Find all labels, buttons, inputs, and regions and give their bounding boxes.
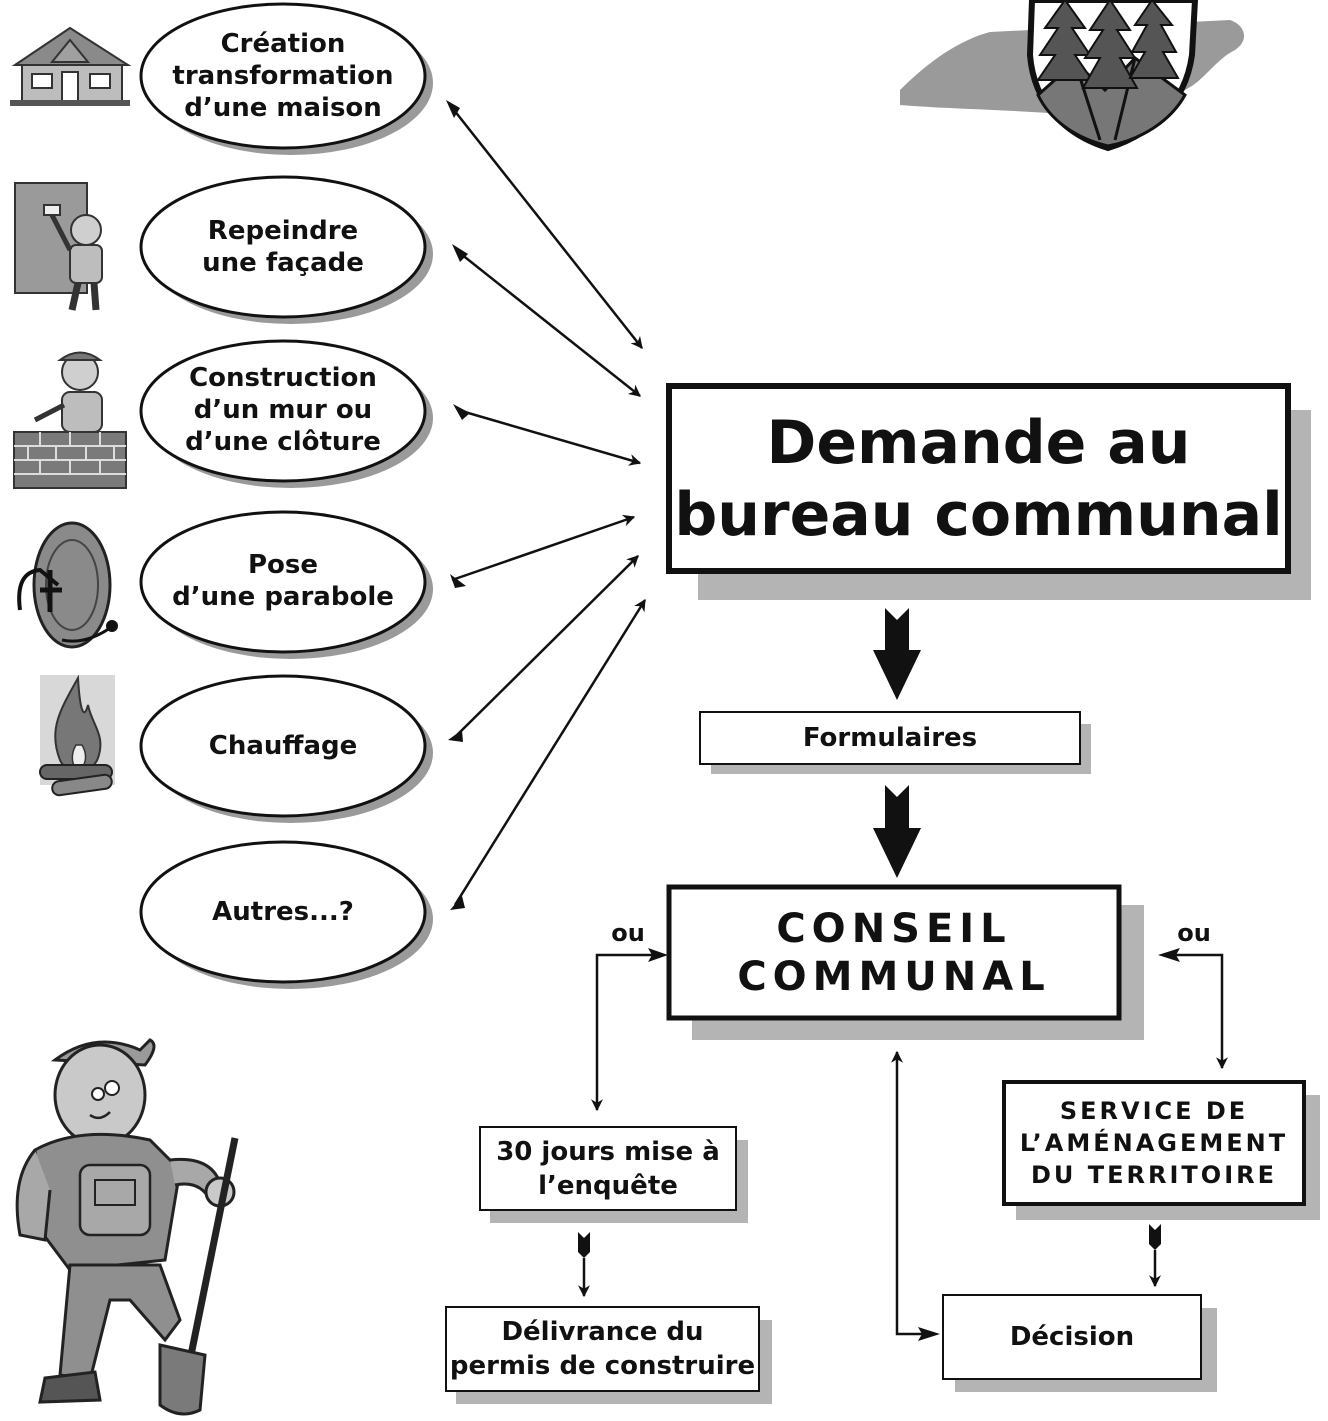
main-request-line: bureau communal bbox=[674, 480, 1283, 550]
request-label-line: Repeindre bbox=[207, 216, 359, 246]
council-box bbox=[666, 884, 1144, 1040]
house-icon bbox=[10, 26, 132, 106]
request-label-line: d’une maison bbox=[184, 93, 382, 123]
request-label-line: Autres...? bbox=[212, 897, 354, 927]
planning-service-label: SERVICE DE L’AMÉNAGEMENT DU TERRITOIRE bbox=[1006, 1085, 1302, 1201]
request-oval-repaint bbox=[139, 175, 433, 324]
council-line: CONSEIL bbox=[776, 905, 1012, 952]
request-label-line: Pose bbox=[247, 550, 319, 580]
request-arrows bbox=[449, 104, 647, 906]
inquiry-box bbox=[479, 1126, 748, 1223]
council-title: CONSEIL COMMUNAL bbox=[672, 890, 1116, 1015]
decision-box bbox=[942, 1294, 1217, 1392]
request-label-line: Construction bbox=[189, 363, 377, 393]
main-request-line: Demande au bbox=[766, 408, 1191, 478]
request-label-line: d’un mur ou bbox=[193, 395, 373, 425]
satellite-dish-icon bbox=[17, 521, 118, 649]
or-label-left: ou bbox=[611, 919, 645, 947]
inquiry-to-permit-arrow bbox=[578, 1232, 590, 1298]
request-label-other: Autres...? bbox=[150, 892, 416, 932]
planning-line: SERVICE DE bbox=[1059, 1097, 1249, 1125]
inquiry-line: 30 jours mise à bbox=[496, 1136, 720, 1167]
request-label-line: une façade bbox=[202, 248, 364, 278]
worker-with-shovel-icon bbox=[15, 1038, 239, 1416]
request-oval-heating bbox=[139, 674, 433, 823]
permit-box bbox=[445, 1306, 772, 1404]
request-label-line: Chauffage bbox=[208, 731, 358, 761]
planning-to-decision-arrow bbox=[1149, 1224, 1161, 1288]
request-label-creation: Création transformation d’une maison bbox=[150, 24, 416, 128]
branch-left-arrow bbox=[591, 953, 660, 1112]
thick-arrow-2 bbox=[873, 785, 921, 878]
request-label-line: d’une parabole bbox=[172, 582, 394, 612]
branch-right-arrow bbox=[1162, 953, 1228, 1070]
main-request-title: Demande au bureau communal bbox=[672, 392, 1285, 566]
main-request-box bbox=[666, 383, 1311, 600]
or-label-right: ou bbox=[1177, 919, 1211, 947]
forms-label: Formulaires bbox=[802, 723, 978, 753]
coat-of-arms-icon bbox=[900, 0, 1245, 152]
permit-line: permis de construire bbox=[449, 1351, 756, 1381]
permit-line: Délivrance du bbox=[501, 1317, 704, 1347]
request-oval-other bbox=[139, 840, 433, 989]
planning-line: DU TERRITOIRE bbox=[1031, 1161, 1277, 1189]
request-oval-wall bbox=[139, 339, 433, 488]
forms-box bbox=[699, 711, 1091, 774]
decision-to-council-arrow bbox=[891, 1050, 930, 1336]
request-oval-dish bbox=[139, 510, 433, 659]
campfire-icon bbox=[39, 674, 115, 797]
inquiry-line: l’enquête bbox=[538, 1170, 678, 1201]
permit-label: Délivrance du permis de construire bbox=[448, 1309, 757, 1389]
request-label-line: transformation bbox=[172, 61, 394, 91]
decision-label: Décision bbox=[1009, 1322, 1135, 1352]
request-label-repaint: Repeindre une façade bbox=[150, 212, 416, 282]
painter-icon bbox=[14, 182, 103, 311]
planning-service-box bbox=[1002, 1080, 1320, 1220]
request-label-line: d’une clôture bbox=[185, 427, 381, 457]
planning-line: L’AMÉNAGEMENT bbox=[1019, 1129, 1289, 1157]
thick-arrow-1 bbox=[873, 608, 921, 700]
inquiry-label: 30 jours mise à l’enquête bbox=[482, 1129, 734, 1208]
request-oval-creation bbox=[139, 2, 433, 155]
bricklayer-icon bbox=[13, 351, 127, 489]
request-label-heating: Chauffage bbox=[150, 726, 416, 766]
request-label-wall: Construction d’un mur ou d’une clôture bbox=[150, 358, 416, 462]
request-label-line: Création bbox=[220, 29, 346, 59]
request-label-dish: Pose d’une parabole bbox=[150, 546, 416, 616]
council-line: COMMUNAL bbox=[737, 953, 1051, 1000]
